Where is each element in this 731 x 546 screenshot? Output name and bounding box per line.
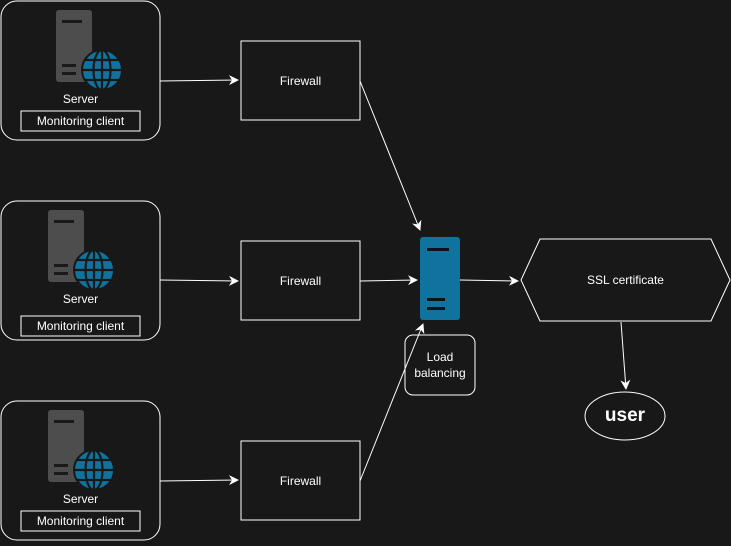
connector-firewall1-loadbalancer — [359, 80, 422, 231]
load-balancing-label-box[interactable] — [404, 334, 476, 396]
server-globe-icon — [48, 410, 115, 492]
monitoring-client-box-3[interactable] — [20, 510, 141, 532]
server-node-1[interactable] — [0, 0, 161, 141]
monitoring-client-box-1[interactable] — [20, 110, 141, 132]
connector-server1-firewall1 — [159, 75, 239, 86]
server-node-3[interactable] — [0, 400, 161, 541]
firewall-box-2[interactable] — [240, 240, 361, 321]
connector-firewall3-loadbalancer — [359, 323, 425, 482]
firewall-box-1[interactable] — [240, 40, 361, 121]
server-node-2[interactable] — [0, 200, 161, 341]
connector-ssl-user — [620, 321, 631, 390]
connector-loadbalancer-ssl — [459, 275, 519, 286]
load-balancer-server-icon[interactable] — [420, 237, 460, 320]
server-globe-icon — [48, 210, 115, 292]
connector-firewall2-loadbalancer — [359, 275, 418, 286]
server-globe-icon — [56, 10, 123, 92]
user-node[interactable] — [584, 391, 666, 441]
connector-server2-firewall2 — [159, 275, 239, 286]
ssl-certificate-node[interactable] — [520, 238, 731, 322]
connector-server3-firewall3 — [159, 475, 239, 486]
monitoring-client-box-2[interactable] — [20, 315, 141, 337]
firewall-box-3[interactable] — [240, 440, 361, 521]
